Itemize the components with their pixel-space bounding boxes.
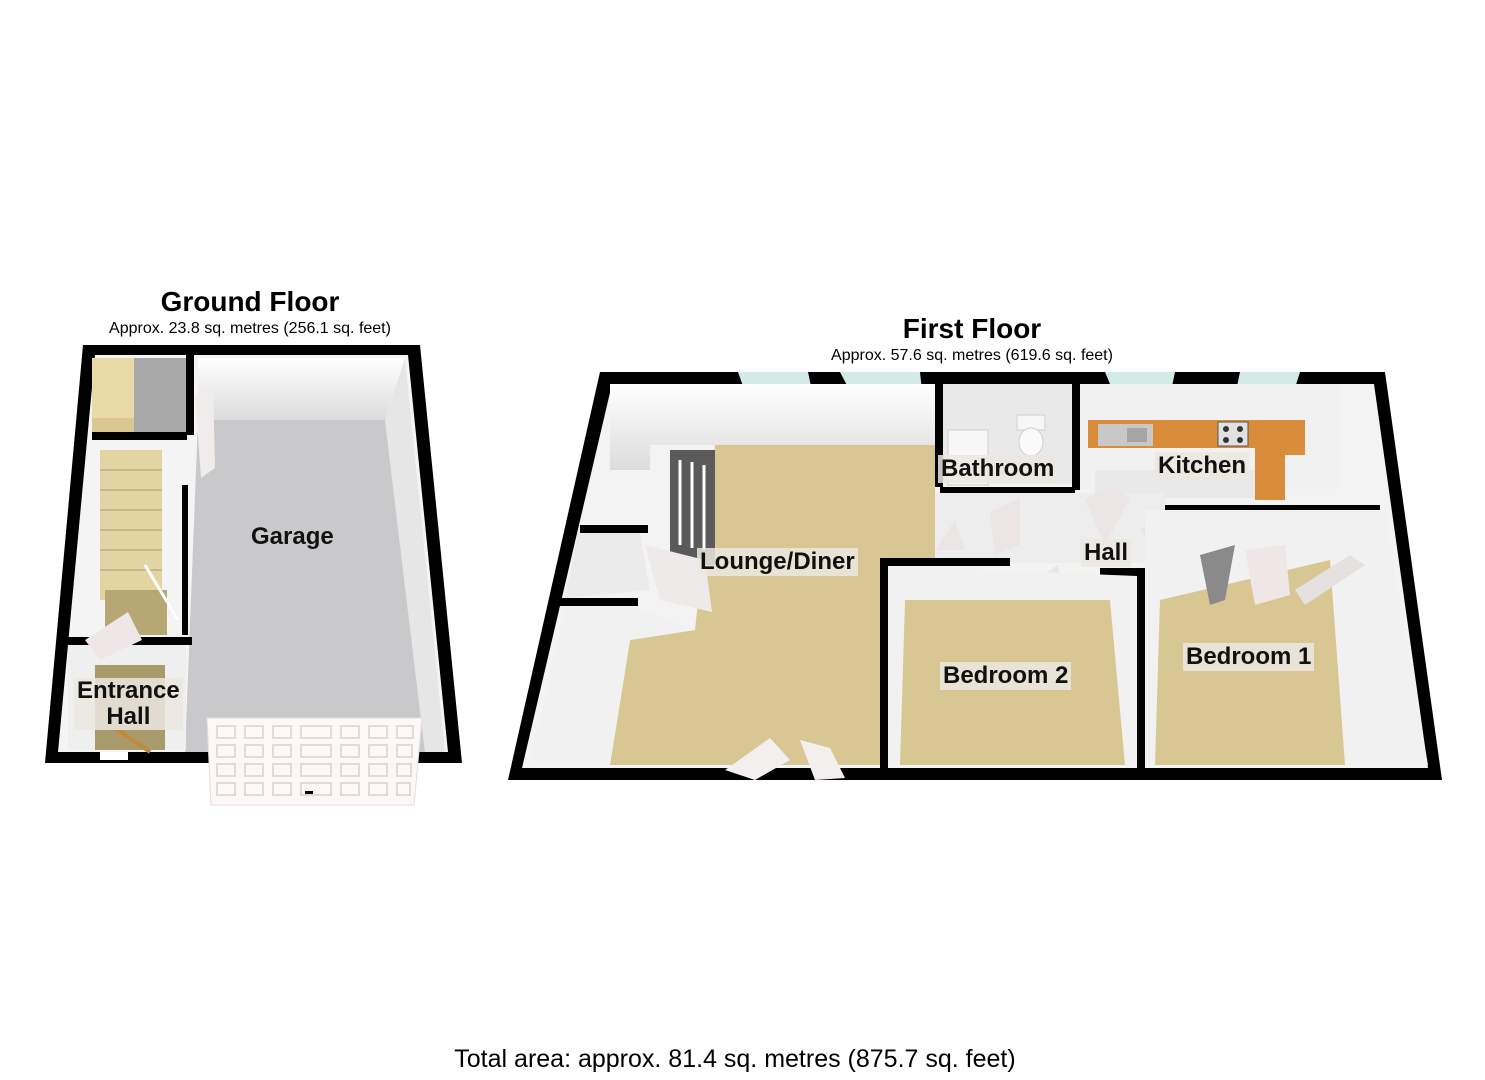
garage-floor	[185, 358, 445, 752]
room-label-garage: Garage	[251, 523, 334, 550]
room-label-entrance-hall: Entrance Hall	[74, 678, 183, 730]
room-label-entrance-line1: Entrance	[77, 677, 180, 704]
room-label-bedroom-2: Bedroom 2	[940, 662, 1072, 690]
garage-door	[206, 717, 423, 806]
room-label-bedroom-1: Bedroom 1	[1183, 643, 1315, 671]
stairs-top	[92, 358, 187, 440]
ground-floor-plan	[45, 345, 462, 806]
ground-floor-area: Approx. 23.8 sq. metres (256.1 sq. feet)	[109, 320, 391, 337]
room-label-hall: Hall	[1081, 539, 1132, 567]
ground-floor-title: Ground Floor	[160, 286, 340, 317]
first-floor-title: First Floor	[902, 313, 1042, 344]
first-floor-plan	[508, 372, 1442, 780]
total-area: Total area: approx. 81.4 sq. metres (875…	[454, 1045, 1016, 1073]
room-label-bathroom: Bathroom	[938, 455, 1058, 483]
room-label-kitchen: Kitchen	[1155, 452, 1250, 480]
bedroom-1-area	[1145, 510, 1428, 765]
room-label-entrance-line2: Hall	[106, 703, 151, 730]
first-floor-area: Approx. 57.6 sq. metres (619.6 sq. feet)	[831, 347, 1113, 364]
staircase	[100, 450, 180, 635]
room-label-lounge-diner: Lounge/Diner	[697, 548, 858, 576]
lounge-diner-floor	[530, 384, 935, 780]
